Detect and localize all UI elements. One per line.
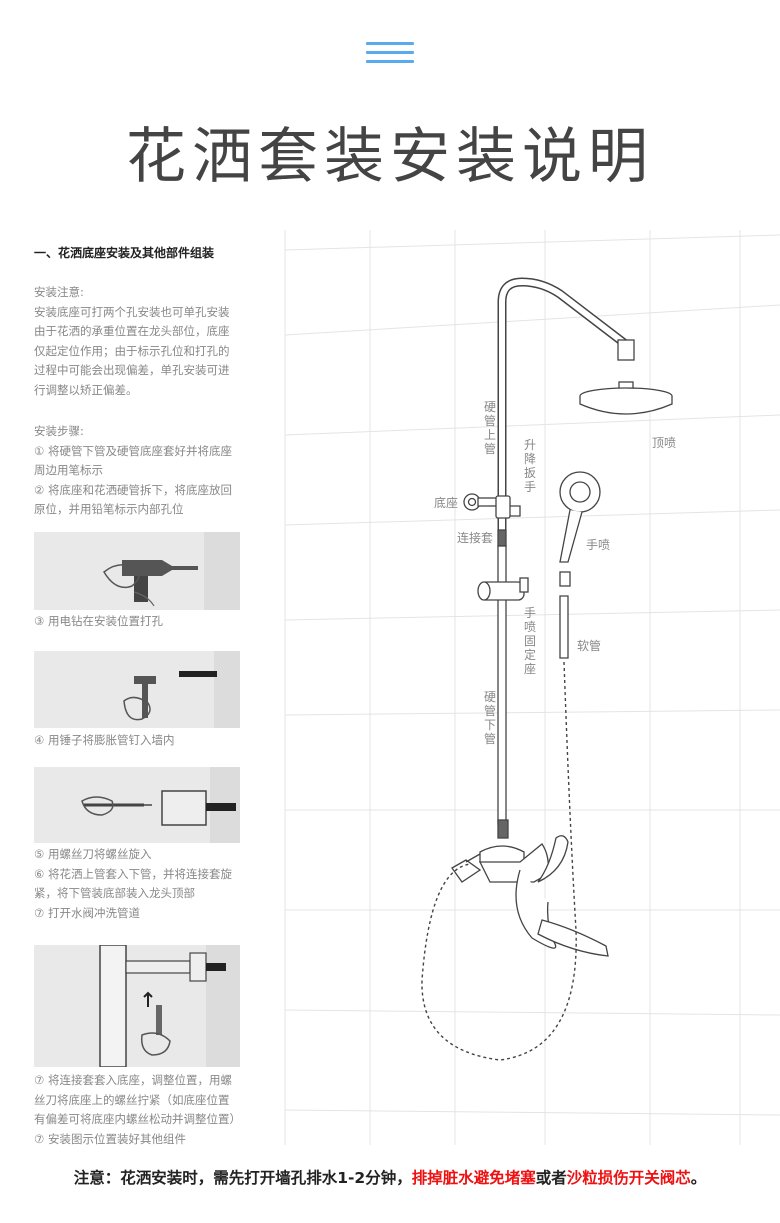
screwdriver-photo bbox=[34, 767, 240, 843]
label-top-spray: 顶喷 bbox=[652, 436, 677, 450]
label-lower-pipe: 硬管下管 bbox=[483, 690, 496, 746]
steps-line: 原位，并用铅笔标示内部孔位 bbox=[34, 502, 184, 516]
step9-text: ⑦ 安装图示位置装好其他组件 bbox=[34, 1131, 186, 1146]
step5-text: ⑤ 用螺丝刀将螺丝旋入 bbox=[34, 847, 152, 861]
hammer-photo bbox=[34, 651, 240, 728]
step3-text: ③ 用电钻在安装位置打孔 bbox=[34, 614, 163, 628]
step3-caption: ③ 用电钻在安装位置打孔 bbox=[34, 612, 254, 632]
notice-mid: 或者 bbox=[535, 1169, 567, 1187]
notes-line: 行调整以矫正偏差。 bbox=[34, 382, 138, 397]
install-notes: 安装注意: 安装底座可打两个孔安装也可单孔安装 由于花洒的承重位置在龙头部位，底… bbox=[34, 283, 244, 400]
label-lift-bar: 升降扳手 bbox=[523, 438, 536, 494]
steps5to7-caption: ⑤ 用螺丝刀将螺丝旋入 ⑥ 将花洒上管套入下管，并将连接套旋 紧，将下管装底部装… bbox=[34, 845, 254, 923]
notice-prefix: 注意：花洒安装时，需先打开墙孔排水1-2分钟， bbox=[73, 1169, 412, 1187]
warning-notice: 注意：花洒安装时，需先打开墙孔排水1-2分钟，排掉脏水避免堵塞或者沙粒损伤开关阀… bbox=[0, 1166, 780, 1188]
base-assembly-illustration bbox=[99, 945, 240, 1067]
steps-heading: 安装步骤: bbox=[34, 424, 84, 438]
menu-icon[interactable] bbox=[366, 42, 414, 66]
label-holder: 手喷固定座 bbox=[523, 606, 536, 676]
shower-diagram: 硬管上管 升降扳手 顶喷 底座 连接套 手喷 手喷固定座 软管 硬管下管 bbox=[270, 230, 780, 1150]
screwdriver-illustration bbox=[81, 767, 240, 843]
notes-line: 安装底座可打两个孔安装也可单孔安装 bbox=[34, 304, 230, 319]
notice-red-1: 排掉脏水避免堵塞 bbox=[411, 1169, 536, 1187]
section-heading: 一、花洒底座安装及其他部件组装 bbox=[34, 246, 215, 260]
step8-text-cont: 丝刀将底座上的螺丝拧紧（如底座位置 bbox=[34, 1092, 230, 1107]
notes-line: 仅起定位作用；由于标示孔位和打孔的 bbox=[34, 343, 230, 358]
install-steps: 安装步骤: ① 将硬管下管及硬管底座套好并将底座 周边用笔标示 ② 将底座和花洒… bbox=[34, 422, 244, 520]
notice-red-2: 沙粒损伤开关阀芯 bbox=[566, 1169, 691, 1187]
label-upper-pipe: 硬管上管 bbox=[483, 400, 496, 456]
drill-illustration bbox=[103, 532, 240, 610]
page-title: 花洒套装安装说明 bbox=[126, 122, 654, 192]
notice-end: 。 bbox=[690, 1169, 707, 1187]
steps-line: 周边用笔标示 bbox=[34, 463, 103, 477]
drill-photo bbox=[34, 532, 240, 610]
steps8-caption: ⑦ 将连接套套入底座，调整位置，用螺 丝刀将底座上的螺丝拧紧（如底座位置 有偏差… bbox=[34, 1071, 254, 1149]
step6-text-cont: 紧，将下管装底部装入龙头顶部 bbox=[34, 886, 195, 900]
hammer-illustration bbox=[123, 651, 240, 728]
label-base: 底座 bbox=[434, 496, 459, 510]
steps-line: ① 将硬管下管及硬管底座套好并将底座 bbox=[34, 443, 232, 458]
label-hand-spray: 手喷 bbox=[586, 538, 611, 552]
notes-heading: 安装注意: bbox=[34, 285, 84, 299]
step8-text-cont: 有偏差可将底座内螺丝松动并调整位置） bbox=[34, 1112, 241, 1126]
step8-text: ⑦ 将连接套套入底座，调整位置，用螺 bbox=[34, 1073, 232, 1087]
shower-diagram-drawing bbox=[284, 230, 780, 1145]
label-connector: 连接套 bbox=[457, 531, 494, 545]
notes-line: 过程中可能会出现偏差，单孔安装可进 bbox=[34, 363, 230, 377]
steps-line: ② 将底座和花洒硬管拆下，将底座放回 bbox=[34, 482, 232, 497]
step7-text: ⑦ 打开水阀冲洗管道 bbox=[34, 905, 140, 920]
base-assembly-photo bbox=[34, 945, 240, 1067]
step4-caption: ④ 用锤子将膨胀管钉入墙内 bbox=[34, 731, 254, 751]
label-hose: 软管 bbox=[577, 639, 602, 653]
step4-text: ④ 用锤子将膨胀管钉入墙内 bbox=[34, 733, 175, 747]
notes-line: 由于花洒的承重位置在龙头部位，底座 bbox=[34, 324, 230, 338]
step6-text: ⑥ 将花洒上管套入下管，并将连接套旋 bbox=[34, 866, 232, 881]
